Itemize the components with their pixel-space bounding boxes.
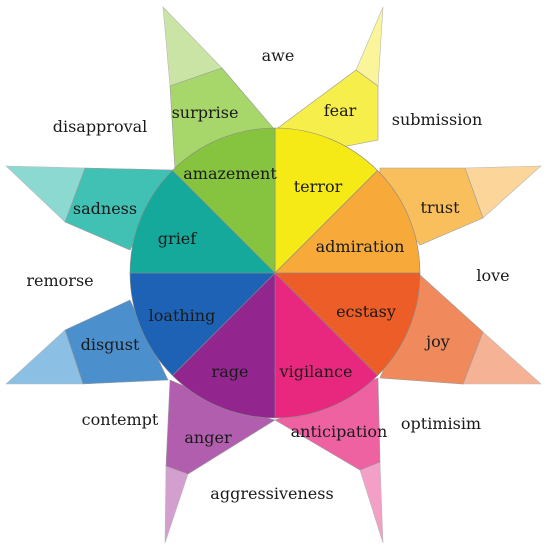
dyad-contempt: contempt [82, 410, 159, 429]
admiration-sector [274, 170, 421, 274]
dyad-aggressiveness: aggressiveness [210, 484, 333, 503]
label-joy: joy [424, 332, 450, 351]
label-ecstasy: ecstasy [336, 302, 396, 321]
dyad-awe: awe [262, 46, 295, 65]
terror-sector [274, 127, 378, 274]
dyad-disapproval: disapproval [53, 117, 148, 136]
label-fear: fear [324, 101, 357, 120]
label-anger: anger [184, 428, 232, 447]
label-terror: terror [294, 177, 343, 196]
label-disgust: disgust [81, 335, 140, 354]
ecstasy-sector [274, 272, 421, 376]
dyad-remorse: remorse [26, 271, 93, 290]
label-rage: rage [212, 362, 249, 381]
dyad-submission: submission [392, 110, 483, 129]
dyad-love: love [476, 266, 509, 285]
label-anticipation: anticipation [291, 422, 388, 441]
anticipation-petal-outer [359, 461, 384, 544]
label-vigilance: vigilance [279, 362, 353, 381]
petals [5, 6, 542, 544]
label-admiration: admiration [316, 237, 405, 256]
anger-petal-outer [164, 465, 189, 544]
label-surprise: surprise [172, 103, 239, 122]
emotion-labels: fear terror trust admiration joy ecstasy… [73, 101, 460, 447]
loathing-sector [129, 272, 276, 376]
amazement-sector [172, 127, 276, 274]
grief-sector [129, 170, 276, 274]
vigilance-sector [274, 272, 378, 419]
core-circle [129, 127, 421, 419]
disgust-petal-mid [64, 299, 169, 385]
label-trust: trust [420, 198, 460, 217]
label-loathing: loathing [149, 306, 216, 325]
sadness-petal-mid [64, 167, 173, 251]
dyad-labels: awe submission love optimisim aggressive… [26, 46, 509, 503]
label-sadness: sadness [73, 199, 137, 218]
dyad-optimism: optimisim [401, 414, 481, 433]
label-grief: grief [158, 229, 197, 248]
rage-sector [172, 272, 276, 419]
label-amazement: amazement [183, 164, 277, 183]
